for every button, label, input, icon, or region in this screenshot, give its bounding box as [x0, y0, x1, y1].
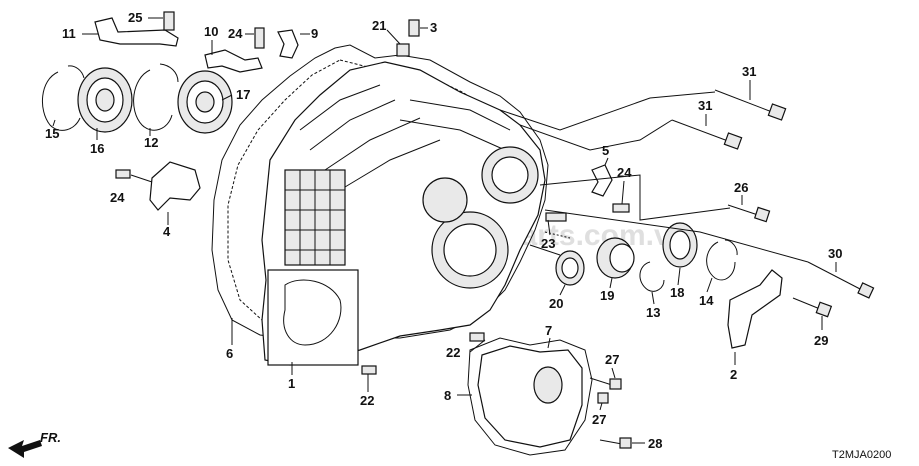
- bolt-29: [727, 204, 771, 223]
- bolt-25: [163, 11, 175, 31]
- bracket-2: [727, 269, 783, 349]
- bore-upper-inner: [491, 156, 529, 194]
- callout-22-mid: 22: [446, 345, 460, 360]
- callout-31-upper: 31: [742, 64, 756, 79]
- bore-mid: [422, 177, 468, 223]
- callout-31-lower: 31: [698, 98, 712, 113]
- bolt-27-upper: [589, 377, 622, 390]
- callout-27-lower: 28: [648, 436, 662, 451]
- callout-19: 19: [600, 288, 614, 303]
- bore-large-inner: [443, 223, 497, 277]
- callout-13: 13: [646, 305, 660, 320]
- callout-22-low: 22: [360, 393, 374, 408]
- seal-20: [555, 250, 585, 286]
- bracket-4: [149, 161, 201, 211]
- bolt-26: [597, 392, 609, 404]
- callout-2: 2: [730, 367, 737, 382]
- bolt-30: [807, 261, 875, 299]
- callout-18: 18: [670, 285, 684, 300]
- cover-7-boss: [533, 366, 563, 404]
- pin-22-mid: [469, 332, 485, 342]
- callout-11: 11: [62, 26, 76, 41]
- bracket-11: [94, 17, 179, 47]
- callout-16: 16: [90, 141, 104, 156]
- fr-arrow-icon: [8, 440, 42, 458]
- callout-24-left: 24: [110, 190, 125, 205]
- callout-10: 10: [204, 24, 218, 39]
- callout-4: 4: [163, 224, 171, 239]
- bolt-28: [792, 297, 833, 318]
- callout-28: 29: [814, 333, 828, 348]
- callout-29: 26: [734, 180, 748, 195]
- callout-3: 3: [430, 20, 437, 35]
- snap-ring-12: [133, 63, 179, 131]
- fr-label: FR.: [40, 430, 61, 445]
- snap-ring-13: [639, 261, 665, 292]
- pin-23: [545, 212, 567, 222]
- pin-22-low: [361, 365, 377, 375]
- callout-6: 6: [226, 346, 233, 361]
- callout-1: 1: [288, 376, 295, 391]
- bearing-16: [77, 67, 133, 133]
- callout-17: 17: [236, 87, 250, 102]
- callout-labels: 11 25 10 24 9 21 3 15 16 12 17 24 4 6 1 …: [45, 10, 842, 451]
- bearing-19: [596, 237, 635, 279]
- oil-pan-detail: [283, 279, 342, 346]
- callout-21: 21: [372, 18, 386, 33]
- callout-14: 14: [699, 293, 714, 308]
- nut-21: [396, 43, 410, 57]
- callout-23: 23: [541, 236, 555, 251]
- callout-24-right: 24: [617, 165, 632, 180]
- callout-24-top: 24: [228, 26, 243, 41]
- callout-26: 27: [592, 412, 606, 427]
- snap-ring-15: [41, 65, 85, 131]
- bolt-24-left: [115, 169, 131, 179]
- bolt-31-lower: [671, 119, 743, 150]
- case-ribs: [299, 84, 511, 191]
- oil-pan-area: [267, 269, 359, 366]
- bolt-31-upper: [714, 89, 787, 121]
- bearing-17: [177, 70, 233, 134]
- bolt-24-top: [254, 27, 265, 49]
- callout-27-upper: 27: [605, 352, 619, 367]
- collar-3: [408, 19, 420, 37]
- bolt-27-lower: [599, 437, 632, 449]
- gasket-8: [467, 337, 593, 456]
- callout-30: 30: [828, 246, 842, 261]
- valve-grid: [285, 170, 345, 265]
- bolt-24-right: [612, 203, 630, 213]
- front-direction-indicator: FR.: [8, 430, 61, 458]
- diagram-code: T2MJA0200: [832, 449, 891, 461]
- callout-5: 5: [602, 143, 609, 158]
- bearing-18: [662, 222, 698, 268]
- callout-20: 20: [549, 296, 563, 311]
- callout-12: 12: [144, 135, 158, 150]
- bracket-10: [204, 49, 263, 73]
- bracket-5: [591, 164, 613, 197]
- callout-8: 8: [444, 388, 451, 403]
- callout-9: 9: [311, 26, 318, 41]
- leader-lines: [52, 17, 837, 444]
- callout-25: 25: [128, 10, 142, 25]
- snap-ring-14: [706, 239, 738, 281]
- cover-7: [477, 345, 583, 448]
- callout-7: 7: [545, 323, 552, 338]
- bracket-9: [277, 29, 299, 59]
- callout-15: 15: [45, 126, 59, 141]
